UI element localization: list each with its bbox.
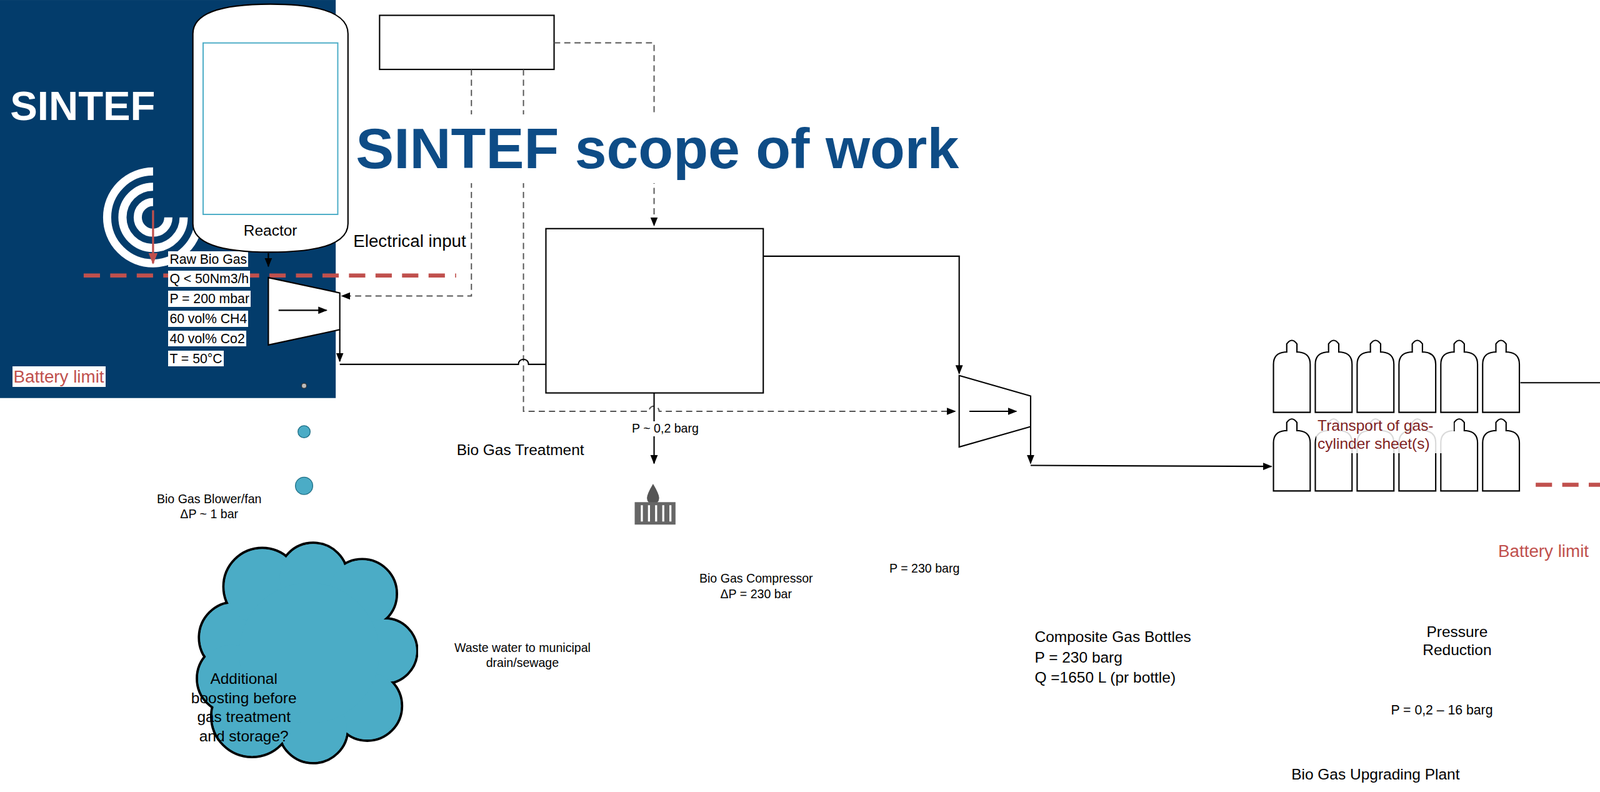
reactor-vessel: Reactor (191, 3, 349, 254)
grate-bar (669, 505, 672, 522)
node-text: Reactor (200, 221, 341, 241)
process-line (339, 329, 341, 362)
gas-bottle (1482, 418, 1520, 491)
water-drop (646, 483, 660, 505)
plant-name: Bio Gas Upgrading Plant (1291, 765, 1460, 784)
pressure-label: P = 0,2 – 16 barg (1390, 701, 1493, 718)
reactor-inner (203, 43, 339, 215)
unit-name: Bio Gas Treatment (456, 440, 585, 459)
process-line (340, 359, 547, 365)
unit-name: Bio Gas Blower/fan (156, 491, 262, 507)
gas-bottle (1482, 340, 1520, 413)
blower-symbol (268, 277, 340, 345)
stream-property: T = 50°C (168, 350, 224, 367)
stream-property: Q < 50Nm3/h (168, 270, 250, 287)
flow-arrow (151, 210, 154, 264)
stream-property: 40 vol% Co2 (168, 330, 246, 347)
stream-property: 60 vol% CH4 (168, 310, 249, 327)
stream-property: Raw Bio Gas (168, 251, 249, 267)
thought-bubble (295, 476, 314, 495)
unit-property: P = 230 barg (1035, 648, 1123, 667)
grate-bar (640, 505, 643, 522)
sintef-logo (106, 171, 199, 264)
slide-title: SINTEF scope of work (351, 114, 963, 184)
power-supply-box (379, 15, 554, 70)
note-cloud: Additional boosting before gas treatment… (188, 540, 419, 765)
gas-bottle (1356, 340, 1394, 413)
reactor-outline (193, 4, 349, 253)
grate-bar (655, 505, 657, 522)
drain-icon (635, 483, 676, 525)
input-label: Electrical input (351, 230, 467, 252)
process-line (267, 253, 269, 267)
logo-wordmark: SINTEF (10, 81, 155, 131)
battery-limit-label: Battery limit (12, 366, 106, 387)
electrical-lines (341, 43, 955, 412)
reactor-vessel-shape (191, 3, 349, 254)
pressure-label: P = 230 barg (889, 561, 960, 577)
gas-bottles (1273, 340, 1520, 492)
blower-arrow (278, 309, 327, 311)
process-line (1030, 465, 1272, 467)
process-lines (268, 253, 1600, 467)
pressure-label: P ~ 0,2 barg (630, 421, 700, 437)
unit-name: Bio Gas Compressor (699, 571, 814, 587)
battery-limit-line (83, 273, 457, 279)
grate-bar (648, 505, 650, 522)
unit-property: ΔP ~ 1 bar (180, 506, 239, 522)
battery-limit-label: Battery limit (1498, 540, 1589, 562)
unit-property: Q =1650 L (pr bottle) (1035, 668, 1177, 687)
process-line (1520, 381, 1600, 384)
process-line (1030, 426, 1032, 464)
drain-grate (635, 501, 676, 525)
transport-note: Transport of gas-cylinder sheet(s) (1316, 416, 1454, 454)
compressor-arrow (969, 410, 1017, 412)
gas-bottle (1440, 340, 1478, 413)
process-line (763, 256, 959, 374)
unit-name: Composite Gas Bottles (1035, 627, 1192, 646)
treatment-box (545, 228, 764, 394)
grate-bars (641, 505, 671, 522)
thought-bubble (301, 383, 307, 389)
battery-limit-line (1535, 482, 1600, 487)
unit-name: Pressure Reduction (1415, 622, 1499, 660)
thought-bubble (298, 425, 311, 439)
compressor-symbol (959, 375, 1031, 447)
stream-property: P = 200 mbar (168, 290, 251, 307)
gas-bottle (1315, 340, 1352, 413)
gas-bottle (1273, 418, 1311, 491)
node-text: Additional boosting before gas treatment… (188, 669, 299, 746)
unit-property: ΔP = 230 bar (720, 586, 793, 602)
logo-arc (106, 171, 199, 264)
gas-bottle (1398, 340, 1436, 413)
grate-bar (662, 505, 665, 522)
gas-bottle (1273, 340, 1311, 413)
waste-note: Waste water to municipal drain/sewage (445, 640, 599, 670)
